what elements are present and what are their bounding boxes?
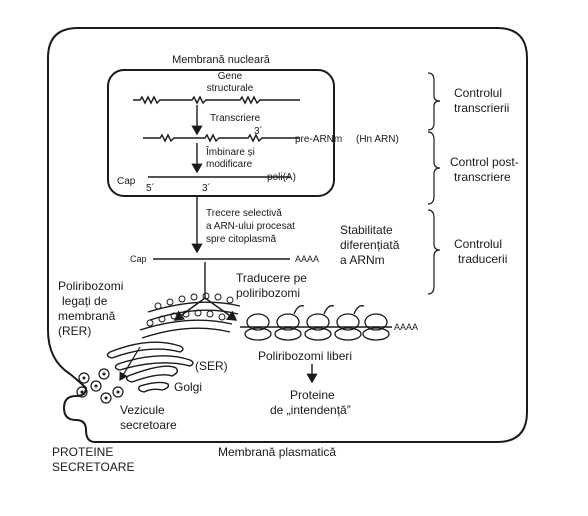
three-prime-label-a: 3´ xyxy=(254,125,263,137)
proteins-label-1: Proteine xyxy=(290,388,335,402)
secreted-label-2: SECRETOARE xyxy=(52,460,134,474)
five-prime-label: 5´ xyxy=(146,182,155,194)
free-polyribosomes xyxy=(240,305,392,341)
pre-mrna-label: pre-ARNm xyxy=(295,134,342,145)
control-label-3-line1: Controlul xyxy=(454,237,502,251)
poly-a-label: poli(A) xyxy=(267,172,296,183)
selective-label-1: Trecere selectivă xyxy=(206,208,282,219)
genes-label-2: structurale xyxy=(207,83,254,94)
cap-label-cytoplasm: Cap xyxy=(130,254,147,264)
three-prime-label-b: 3´ xyxy=(202,182,211,194)
stability-label-3: a ARNm xyxy=(340,253,385,267)
vesicles-label-1: Vezicule xyxy=(120,403,165,417)
bound-label-1: Poliribozomi xyxy=(58,279,123,293)
vesicles-label-2: secretoare xyxy=(120,418,177,432)
cap-label-nucleus: Cap xyxy=(117,176,136,187)
secreted-label-1: PROTEINE xyxy=(52,445,113,459)
selective-label-3: spre citoplasmă xyxy=(206,234,276,245)
golgi-label: Golgi xyxy=(174,380,202,394)
splicing-label-1: Îmbinare și xyxy=(205,145,255,158)
to-vesicles-arrow xyxy=(119,346,141,382)
stability-label-1: Stabilitate xyxy=(340,223,393,237)
selective-label-2: a ARN-ului procesat xyxy=(206,221,295,232)
hn-arn-label: (Hn ARN) xyxy=(356,134,399,145)
control-label-1-line2: transcrierii xyxy=(454,101,509,115)
pre-mrna-strand xyxy=(143,133,300,143)
aaaa-label-cytoplasm: AAAA xyxy=(295,254,319,264)
dna-strand xyxy=(133,95,300,105)
translation-label-1: Traducere pe xyxy=(236,271,307,285)
plasma-membrane-outline xyxy=(47,27,528,443)
aaaa-label-free: AAAA xyxy=(394,322,418,332)
control-label-3-line2: traducerii xyxy=(458,252,507,266)
secretory-vesicles xyxy=(76,368,124,404)
splicing-label-2: modificare xyxy=(206,159,253,170)
transcription-label: Transcriere xyxy=(210,113,261,124)
translation-label-2: poliribozomi xyxy=(236,286,300,300)
bound-label-2: legați de xyxy=(62,294,108,308)
genes-label-1: Gene xyxy=(218,71,243,82)
control-label-1-line1: Controlul xyxy=(454,86,502,100)
proteins-label-2: de „intendență” xyxy=(270,403,351,417)
nuclear-membrane-outline xyxy=(107,69,335,197)
control-label-2-line1: Control post- xyxy=(450,155,519,169)
nuclear-membrane-label: Membrană nucleară xyxy=(172,54,271,66)
bound-label-3: membrană xyxy=(58,309,116,323)
golgi-stack xyxy=(106,341,194,393)
stability-label-2: diferențiată xyxy=(340,238,400,252)
control-braces xyxy=(427,72,441,295)
bound-label-4: (RER) xyxy=(58,324,91,338)
free-polyribosomes-label: Poliribozomi liberi xyxy=(258,349,352,363)
rough-er xyxy=(139,292,241,339)
control-label-2-line2: transcriere xyxy=(454,170,511,184)
plasma-membrane-label: Membrană plasmatică xyxy=(218,445,336,459)
ser-label: (SER) xyxy=(195,359,228,373)
